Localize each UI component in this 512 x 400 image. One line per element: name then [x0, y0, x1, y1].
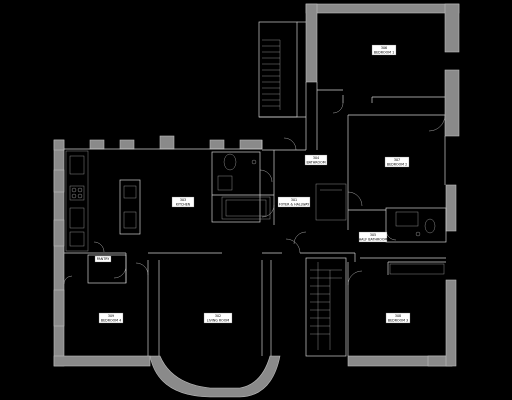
room-tag-kitchen: 303 KITCHEN	[171, 196, 195, 208]
stairs-upper	[262, 39, 281, 110]
stairs-lower	[310, 262, 342, 350]
room-name: FOYER & HALLWAY	[279, 202, 311, 206]
room-tag-pantry: PANTRY	[94, 255, 112, 263]
room-tag-bedroom-1: 306 BEDROOM 1	[371, 44, 397, 56]
room-tag-half-bathroom: 305 HALF BATHROOM	[359, 231, 388, 243]
room-name: BEDROOM 2	[387, 162, 407, 166]
room-number: 307	[394, 158, 400, 162]
room-name: BEDROOM 1	[374, 50, 394, 54]
room-number: 309	[108, 314, 114, 318]
exterior-walls	[53, 3, 460, 367]
room-number: 304	[313, 156, 319, 160]
room-number: 301	[291, 198, 297, 202]
room-name: HALF BATHROOM	[359, 237, 388, 241]
room-name: BEDROOM 3	[388, 318, 408, 322]
room-tag-living-room: 302 LIVING ROOM	[203, 312, 233, 324]
room-name: PANTRY	[97, 257, 111, 261]
room-name: BATHROOM	[306, 160, 325, 164]
room-number: 305	[370, 233, 376, 237]
room-number: 303	[180, 198, 186, 202]
room-number: 308	[395, 314, 401, 318]
room-name: BEDROOM 4	[101, 318, 121, 322]
room-tag-bedroom-3: 308 BEDROOM 3	[385, 312, 411, 324]
bay-window-wall	[149, 355, 281, 398]
room-tag-bathroom: 304 BATHROOM	[304, 154, 328, 166]
door-swings	[63, 102, 446, 286]
interior-walls	[64, 21, 447, 357]
room-number: 302	[215, 314, 221, 318]
room-name: LIVING ROOM	[207, 318, 230, 322]
fixtures	[65, 150, 445, 275]
room-name: KITCHEN	[176, 202, 191, 206]
room-tag-bedroom-2: 307 BEDROOM 2	[384, 156, 410, 168]
room-tag-foyer: 301 FOYER & HALLWAY	[277, 196, 311, 208]
room-tag-bedroom-4: 309 BEDROOM 4	[98, 312, 124, 324]
room-number: 306	[381, 46, 387, 50]
